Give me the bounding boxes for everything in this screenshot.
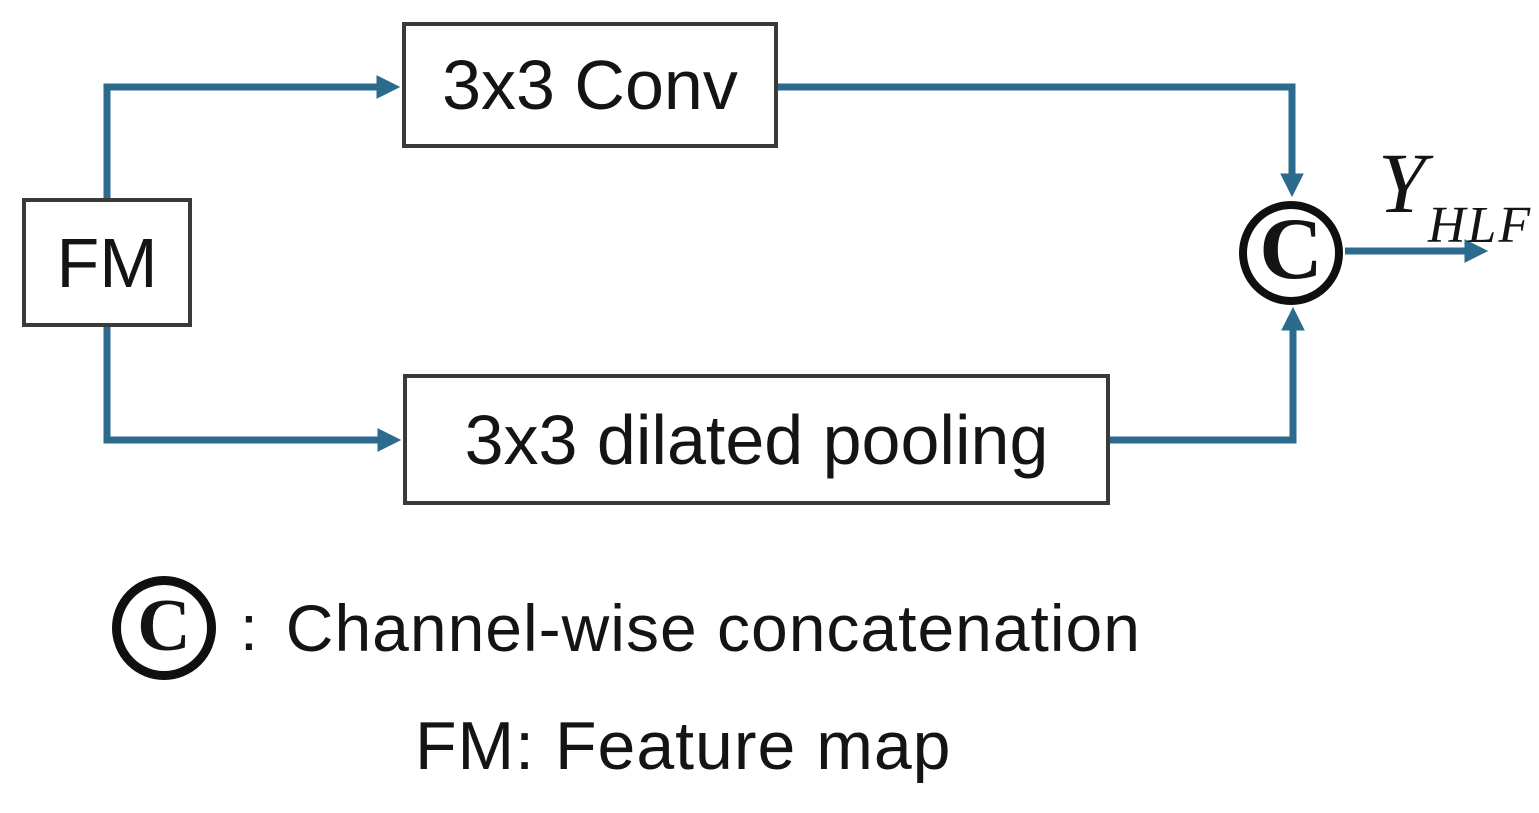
arrow-pooling-to-concat — [1110, 306, 1305, 444]
legend-concat-row: C : Channel-wise concatenation — [112, 572, 1141, 684]
dilated-pooling-node-label: 3x3 dilated pooling — [464, 400, 1049, 479]
arrow-fm-to-pooling — [103, 327, 402, 452]
legend-concat-separator: : — [240, 592, 258, 664]
conv-node-label: 3x3 Conv — [442, 46, 738, 124]
concat-circle-icon: C — [112, 576, 216, 680]
legend-fm-text: FM: Feature map — [415, 708, 952, 784]
fm-node: FM — [22, 198, 192, 327]
arrow-fm-to-conv — [103, 75, 401, 198]
dilated-pooling-node: 3x3 dilated pooling — [403, 374, 1110, 505]
legend-concat-text: Channel-wise concatenation — [285, 591, 1141, 665]
concat-node: C — [1239, 201, 1343, 305]
output-label: YHLF — [1378, 135, 1530, 252]
legend-concat-symbol: C — [137, 585, 191, 667]
arrow-conv-to-concat — [778, 83, 1304, 198]
concat-node-symbol: C — [1259, 201, 1323, 298]
legend-fm-row: FM: Feature map — [415, 712, 952, 780]
fm-node-label: FM — [56, 223, 158, 302]
output-label-subscript: HLF — [1427, 197, 1533, 254]
output-label-base: Y — [1378, 135, 1426, 231]
conv-node: 3x3 Conv — [402, 22, 778, 148]
